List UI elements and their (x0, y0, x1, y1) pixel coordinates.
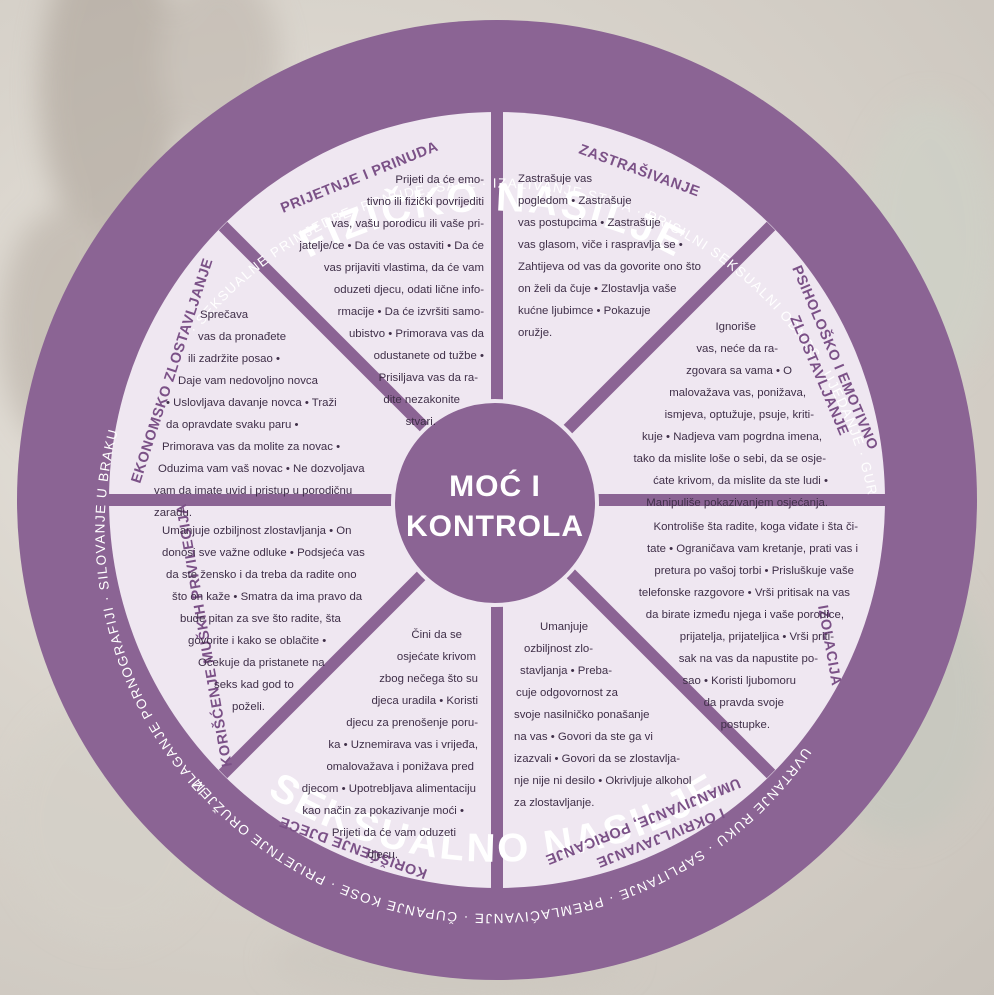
text-line: ka • Uznemirava vas i vrijeđa, (328, 739, 478, 751)
text-line: zgovara sa vama • O (686, 365, 792, 377)
text-line: govorite i kako se oblačite • (188, 635, 326, 647)
center-circle (391, 399, 599, 607)
text-line: vas, vašu porodicu ili vaše pri- (331, 218, 484, 230)
text-line: zbog nečega što su (379, 673, 478, 685)
text-line: Kontroliše šta radite, koga viđate i šta… (654, 521, 859, 533)
section-body-prijetnje: Prijeti da će emo- tivno ili fizički pov… (298, 174, 484, 428)
text-line: tivno ili fizički povrijediti (367, 196, 484, 208)
text-line: sao • Koristi ljubomoru (682, 675, 796, 687)
text-line: omalovažava i ponižava pred (326, 761, 474, 773)
text-line: da pravda svoje (704, 697, 784, 709)
text-line: Umanjuje (540, 621, 588, 633)
section-body-djeca: Čini da se osjećate krivom zbog nečega š… (302, 628, 478, 861)
text-line: Očekuje da pristanete na (198, 657, 325, 669)
text-line: rmacije • Da će izvršiti samo- (338, 306, 485, 318)
text-line: oružje. (518, 327, 552, 339)
section-koriscenje-djece: KORIŠĆENJE DJECE Čini da se osjećate kri… (276, 628, 478, 883)
text-line: na vas • Govori da ste ga vi (514, 731, 653, 743)
text-line: Zahtijeva od vas da govorite ono što (518, 261, 701, 273)
section-body-zastrasivanje: Zastrašuje vas pogledom • Zastrašuje vas… (518, 173, 701, 339)
text-line: izazvali • Govori da se zlostavlja- (514, 753, 680, 765)
text-line: Primorava vas da molite za novac • (162, 441, 340, 453)
text-line: djeca uradila • Koristi (371, 695, 478, 707)
text-line: za zlostavljanje. (514, 797, 594, 809)
text-line: vas prijaviti vlastima, da će vam (324, 262, 484, 274)
text-line: Zastrašuje vas (518, 173, 592, 185)
section-body-psiholosko: Ignoriše vas, neće da ra- zgovara sa vam… (634, 321, 828, 509)
text-line: kuje • Nadjeva vam pogrdna imena, (642, 431, 822, 443)
text-line: poželi. (232, 701, 265, 713)
center-line1: MOĆ I (449, 469, 541, 503)
text-line: pretura po vašoj torbi • Prisluškuje vaš… (654, 565, 854, 577)
text-line: stavljanja • Preba- (520, 665, 612, 677)
text-line: stvari. (406, 416, 436, 428)
text-line: tate • Ograničava vam kretanje, prati va… (647, 543, 858, 555)
text-line: ozbiljnost zlo- (524, 643, 593, 655)
text-line: vas, neće da ra- (696, 343, 778, 355)
text-line: cuje odgovornost za (516, 687, 619, 699)
text-line: djecu za prenošenje poru- (346, 717, 478, 729)
text-line: ismjeva, optužuje, psuje, kriti- (665, 409, 815, 421)
text-line: Ignoriše (715, 321, 756, 333)
text-line: djecom • Upotrebljava alimentaciju (302, 783, 476, 795)
section-body-izolacija: Kontroliše šta radite, koga viđate i šta… (639, 521, 858, 731)
section-body-ekonomsko: Sprečava vas da pronađete ili zadržite p… (154, 309, 365, 519)
text-line: postupke. (721, 719, 770, 731)
text-line: Čini da se (411, 628, 462, 641)
text-line: Prisiljava vas da ra- (379, 372, 479, 384)
text-line: Sprečava (200, 309, 249, 321)
text-line: kao način za pokazivanje moći • (302, 805, 464, 817)
section-prijetnje-i-prinuda: PRIJETNJE I PRINUDA Prijeti da će emo- t… (279, 139, 485, 428)
text-line: svoje nasilničko ponašanje (514, 709, 650, 721)
text-line: kućne ljubimce • Pokazuje (518, 305, 651, 317)
text-line: Manipuliše pokazivanjem osjećanja. (646, 497, 828, 509)
center-line2: KONTROLA (406, 510, 584, 543)
text-line: osjećate krivom (397, 651, 476, 663)
text-line: nje nije ni desilo • Okrivljuje alkohol (514, 775, 691, 787)
text-line: da opravdate svaku paru • (166, 419, 299, 431)
text-line: vas da pronađete (198, 331, 286, 343)
text-line: Prijeti da će vam oduzeti (332, 827, 456, 839)
text-line: pogledom • Zastrašuje (518, 195, 632, 207)
text-line: prijatelja, prijateljica • Vrši priti- (680, 631, 834, 643)
text-line: Umanjuje ozbiljnost zlostavljanja • On (162, 525, 352, 537)
text-line: zaradu. (154, 507, 192, 519)
section-body-privilegija: Umanjuje ozbiljnost zlostavljanja • On d… (162, 525, 365, 713)
text-line: vam da imate uvid i pristup u porodičnu (154, 485, 352, 497)
text-line: sak na vas da napustite po- (679, 653, 819, 665)
text-line: što on kaže • Smatra da ima pravo da (172, 591, 363, 603)
text-line: jatelje/ce • Da će vas ostaviti • Da će (298, 240, 484, 252)
text-line: vas glasom, viče i raspravlja se • (518, 239, 683, 251)
text-line: malovažava vas, ponižava, (669, 387, 806, 399)
text-line: djecu. (368, 849, 398, 861)
text-line: Oduzima vam vaš novac • Ne dozvoljava (158, 463, 365, 475)
text-line: Daje vam nedovoljno novca (178, 375, 319, 387)
text-line: odustanete od tužbe • (374, 350, 484, 362)
text-line: ili zadržite posao • (188, 353, 280, 365)
text-line: Prijeti da će emo- (395, 174, 484, 186)
text-line: • Uslovljava davanje novca • Traži (166, 397, 337, 409)
text-line: da ste žensko i da treba da radite ono (166, 569, 357, 581)
text-line: da birate između njega i vaše porodice, (646, 609, 844, 621)
text-line: tako da mislite loše o sebi, da se osje- (634, 453, 827, 465)
text-line: seks kad god to (214, 679, 294, 691)
text-line: on želi da čuje • Zlostavlja vaše (518, 283, 676, 295)
text-line: oduzeti djecu, odati lične info- (334, 284, 484, 296)
text-line: telefonske razgovore • Vrši pritisak na … (639, 587, 851, 599)
text-line: vas postupcima • Zastrašuje (518, 217, 661, 229)
text-line: bude pitan za sve što radite, šta (180, 613, 341, 625)
section-body-umanjivanje: Umanjuje ozbiljnost zlo- stavljanja • Pr… (514, 621, 691, 809)
text-line: ubistvo • Primorava vas da (349, 328, 485, 340)
text-line: donosi sve važne odluke • Podsjeća vas (162, 547, 365, 559)
text-line: ćate krivom, da mislite da ste ludi • (653, 475, 828, 487)
text-line: dite nezakonite (383, 394, 460, 406)
